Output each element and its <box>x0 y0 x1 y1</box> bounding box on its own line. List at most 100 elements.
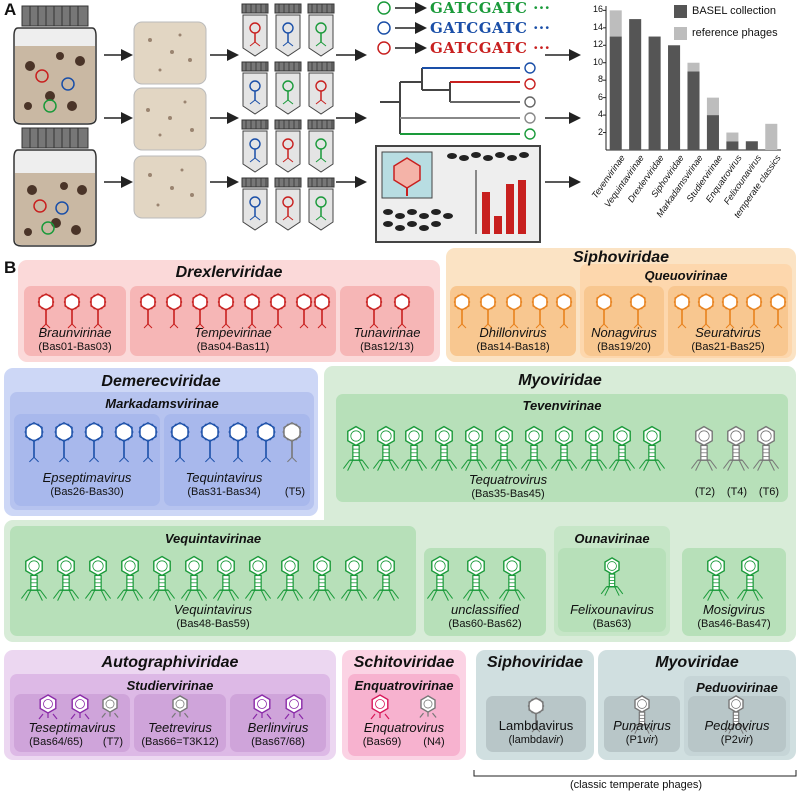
enquatrovirus-label: Enquatrovirus <box>363 720 445 735</box>
phylogenetic-tree <box>380 62 536 140</box>
seuratvirus-label: Seuratvirus <box>695 325 761 340</box>
demerecviridae-title: Demerecviridae <box>101 373 221 390</box>
siphophage-icon <box>282 421 302 463</box>
siphophage-icon <box>114 421 134 463</box>
myophage-icon <box>703 555 729 601</box>
culture-tubes <box>241 3 335 231</box>
temperate-myoviridae-title: Myoviridae <box>655 654 739 671</box>
siphophage-icon <box>269 293 287 329</box>
siphophage-icon <box>769 293 787 329</box>
collection-bar-chart <box>603 5 781 151</box>
y-tick-label: 2 <box>597 126 603 137</box>
siphophage-icon <box>256 421 276 463</box>
culture-tube <box>307 3 335 57</box>
myophage-icon <box>723 425 749 471</box>
tempevirinae-range: (Bas04-Bas11) <box>196 341 270 353</box>
podophage-icon <box>101 695 119 718</box>
myophage-icon <box>213 555 239 601</box>
siphophage-icon <box>721 293 739 329</box>
legend-basel-label: BASEL collection <box>692 5 776 17</box>
y-tick-label: 14 <box>592 21 603 32</box>
bar-basel <box>648 36 661 150</box>
siphophage-icon <box>527 697 545 733</box>
culture-tube <box>241 119 269 173</box>
myophage-icon <box>521 425 547 471</box>
sequence-green: GATCGATC ··· <box>430 0 551 17</box>
podophage-icon <box>70 694 90 720</box>
bar-basel <box>609 36 622 150</box>
sequence-blue: GATCGATC ··· <box>430 19 551 37</box>
enquatrovirinae-box <box>348 674 460 756</box>
y-tick-label: 8 <box>597 74 603 85</box>
tunavirinae-range: (Bas12/13) <box>360 341 414 353</box>
panel-label-a: A <box>4 0 17 19</box>
lambdavirus-range: (lambdavir) <box>508 734 564 746</box>
berlinvirus-label: Berlinvirus <box>247 720 309 735</box>
podophage-icon <box>370 694 390 720</box>
siphophage-icon <box>228 421 248 463</box>
enquatrovirus-range: (Bas69) <box>362 736 402 748</box>
legend-basel-swatch <box>674 5 687 18</box>
siphophage-icon <box>505 293 523 329</box>
culture-tube <box>274 177 302 231</box>
braunvirinae-label: Braunvirinae <box>38 325 112 340</box>
tunavirinae-box <box>340 286 434 356</box>
schitoviridae-title: Schitoviridae <box>353 654 455 671</box>
siphophage-icon <box>138 421 158 463</box>
teseptimavirus-range: (Bas64/65) <box>29 736 83 748</box>
y-tick-label: 10 <box>592 56 603 67</box>
siphophage-icon <box>170 421 190 463</box>
myophage-icon <box>639 425 665 471</box>
teetrevirus-label: Teetrevirus <box>148 720 212 735</box>
t7-label: (T7) <box>102 736 124 748</box>
temperate-caption: (classic temperate phages) <box>569 779 703 791</box>
vequintavirus-label: Vequintavirus <box>173 602 253 617</box>
braunvirinae-range: (Bas01-Bas03) <box>38 341 112 353</box>
myophage-icon <box>737 555 763 601</box>
seuratvirus-range: (Bas21-Bas25) <box>691 341 765 353</box>
culture-tube <box>307 177 335 231</box>
y-tick-label: 6 <box>597 91 603 102</box>
culture-tube <box>274 3 302 57</box>
berlinvirus-box <box>230 694 326 752</box>
tequatrovirus-label: Tequatrovirus <box>468 472 548 487</box>
myophage-icon <box>461 425 487 471</box>
legend-reference-label: reference phages <box>692 27 778 39</box>
podophage-icon <box>171 695 189 718</box>
dhillonvirus-range: (Bas14-Bas18) <box>476 341 550 353</box>
podophage-icon <box>419 695 437 718</box>
myophage-icon <box>401 425 427 471</box>
enquatrovirinae-title: Enquatrovirinae <box>354 678 454 693</box>
podophage-icon <box>284 694 304 720</box>
culture-tube <box>307 119 335 173</box>
berlinvirus-range: (Bas67/68) <box>251 736 305 748</box>
panel-label-b: B <box>4 258 17 277</box>
mosigvirus-label: Mosigvirus <box>702 602 766 617</box>
siphophage-icon <box>745 293 763 329</box>
unclassified-label: unclassified <box>451 602 519 617</box>
t2-label: (T2) <box>694 486 716 498</box>
myophage-icon <box>85 555 111 601</box>
bar-basel <box>687 71 700 150</box>
unclassified-range: (Bas60-Bas62) <box>448 618 522 630</box>
t5-label: (T5) <box>284 486 306 498</box>
y-tick-label: 12 <box>592 39 603 50</box>
siphophage-icon <box>37 293 55 329</box>
siphophage-icon <box>295 293 313 329</box>
workflow-arrows <box>104 2 581 219</box>
myophage-icon <box>373 425 399 471</box>
drexlerviridae-title: Drexlerviridae <box>175 264 283 281</box>
bar-basel <box>745 141 758 150</box>
siphophage-icon <box>479 293 497 329</box>
vequintavirus-range: (Bas48-Bas59) <box>176 618 250 630</box>
dhillonvirus-label: Dhillonvirus <box>479 325 547 340</box>
siphophage-icon <box>217 293 235 329</box>
culture-tube <box>307 61 335 115</box>
siphophage-icon <box>393 293 411 329</box>
siphophage-icon <box>165 293 183 329</box>
siphophage-icon <box>139 293 157 329</box>
myophage-icon <box>181 555 207 601</box>
bar-basel <box>726 141 739 150</box>
myophage-icon <box>117 555 143 601</box>
